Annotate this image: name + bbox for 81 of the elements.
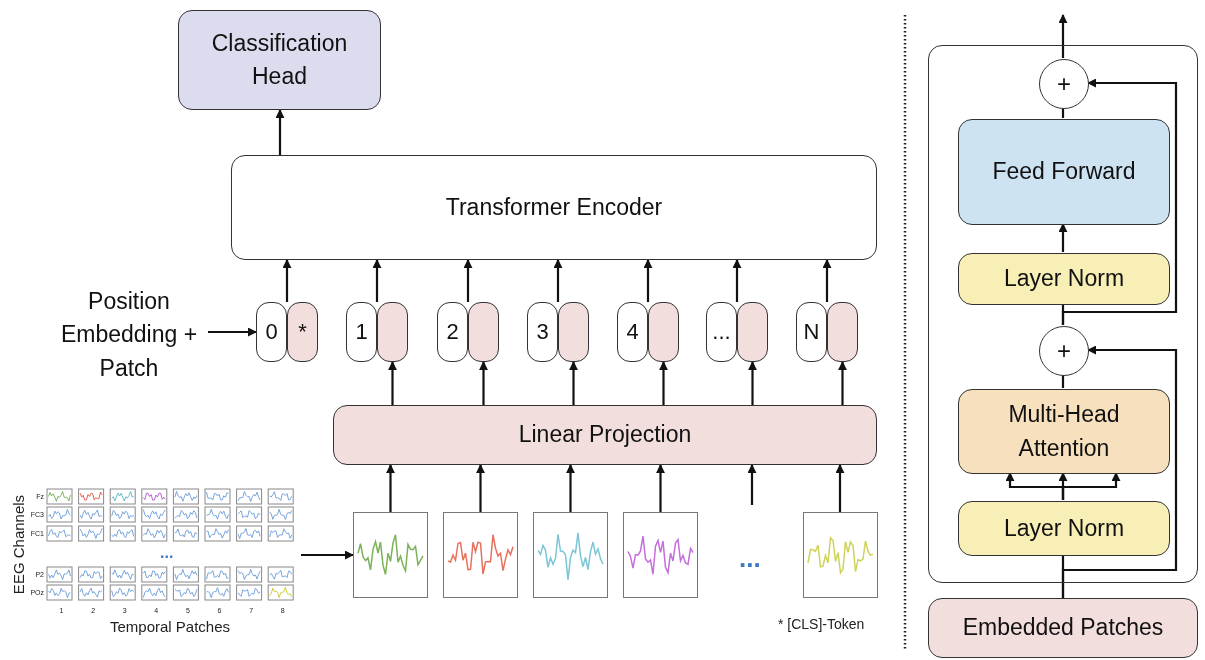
token-pill — [377, 302, 408, 362]
process-box — [333, 405, 877, 465]
arrow — [275, 109, 285, 155]
encoder-block-frame — [928, 45, 1198, 583]
arrow — [208, 327, 257, 337]
arrow — [1058, 223, 1068, 252]
process-box — [958, 253, 1170, 305]
token-pill — [256, 302, 287, 362]
axis-label: Temporal Patches — [109, 619, 231, 634]
box-label: Classification Head — [210, 28, 349, 91]
box-label: Layer Norm — [1003, 513, 1125, 543]
eeg-patch-drawing — [353, 512, 428, 598]
ellipsis: ... — [739, 545, 761, 571]
token-pill — [796, 302, 827, 362]
token-pill — [437, 302, 468, 362]
plus-sign: + — [1057, 337, 1071, 365]
arrow — [479, 361, 488, 405]
arrow — [1061, 345, 1178, 598]
arrow — [1061, 472, 1121, 500]
arrow — [822, 259, 832, 302]
process-box — [958, 119, 1170, 225]
arrow — [659, 361, 668, 405]
ellipsis: ... — [160, 545, 174, 561]
arrow — [566, 464, 575, 512]
box-label: Transformer Encoder — [445, 192, 663, 222]
token-pill — [617, 302, 648, 362]
token-pill — [827, 302, 858, 362]
process-box — [231, 155, 877, 260]
token-pill — [558, 302, 589, 362]
eeg-patch-drawing — [443, 512, 518, 598]
box-label: Embedded Patches — [962, 613, 1164, 643]
box-label: Multi-Head Attention — [1007, 400, 1121, 463]
token-index: 1 — [355, 319, 368, 345]
eeg-patch-drawing — [623, 512, 698, 598]
eeg-patch-drawing — [803, 512, 878, 598]
plus-sign: + — [1057, 70, 1071, 98]
arrow — [282, 259, 292, 302]
token-index: N — [803, 319, 820, 345]
token-pill — [527, 302, 558, 362]
token-index: * — [298, 319, 307, 345]
token-index: ... — [712, 319, 731, 345]
arrow — [569, 361, 578, 405]
box-label: Feed Forward — [992, 157, 1136, 187]
arrow — [372, 259, 382, 302]
arrow — [656, 464, 665, 512]
arrow — [463, 259, 473, 302]
eeg-patch-drawing — [533, 512, 608, 598]
arrow — [1058, 14, 1068, 58]
token-pill — [737, 302, 768, 362]
box-label: Linear Projection — [518, 420, 692, 450]
process-box — [178, 10, 381, 110]
process-box — [958, 389, 1170, 474]
arrow — [643, 259, 653, 302]
token-pill — [346, 302, 377, 362]
arrow — [747, 464, 757, 505]
sum-circle — [1039, 59, 1089, 109]
arrow — [748, 361, 757, 405]
token-index: 4 — [626, 319, 639, 345]
box-label: Layer Norm — [1003, 264, 1125, 294]
process-box — [928, 598, 1198, 658]
process-box — [958, 501, 1170, 556]
arrow — [301, 550, 354, 560]
arrow — [386, 464, 395, 512]
sum-circle — [1039, 326, 1089, 376]
token-index: 0 — [265, 319, 278, 345]
footnote: * [CLS]-Token — [778, 617, 865, 631]
token-pill — [648, 302, 679, 362]
axis-label: EEG Channels — [10, 493, 26, 597]
token-index: 2 — [446, 319, 459, 345]
arrow — [838, 361, 847, 405]
arrow — [388, 361, 397, 405]
arrow — [732, 259, 742, 302]
token-index: 3 — [536, 319, 549, 345]
token-pill — [706, 302, 737, 362]
arrow — [476, 464, 485, 512]
annotation-text: Position Embedding + Patch — [50, 285, 208, 385]
token-pill — [468, 302, 499, 362]
token-pill — [287, 302, 318, 362]
arrow — [1061, 78, 1178, 325]
arrow — [553, 259, 563, 302]
arrow — [835, 464, 845, 512]
